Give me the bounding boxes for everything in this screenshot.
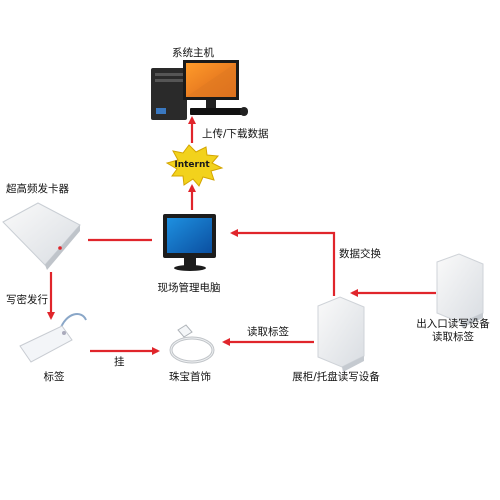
hang-label: 挂 xyxy=(114,356,125,368)
upload-download-label: 上传/下载数据 xyxy=(202,128,269,140)
card-issuer-icon xyxy=(2,202,81,270)
data-exchange-label: 数据交换 xyxy=(339,248,381,260)
read-tag-edge-label: 读取标签 xyxy=(247,326,289,338)
gate-reader-label-2: 读取标签 xyxy=(432,331,474,343)
gate-reader-icon xyxy=(436,253,484,328)
counter-reader-icon xyxy=(317,296,365,372)
ring-icon xyxy=(169,324,215,364)
connectors xyxy=(47,116,436,355)
internet-burst-icon xyxy=(165,144,224,187)
host-computer-icon xyxy=(151,60,248,120)
tag-label: 标签 xyxy=(43,371,65,383)
hang-tag-icon xyxy=(19,313,87,363)
site-pc-label: 现场管理电脑 xyxy=(157,282,221,294)
gate-reader-label-1: 出入口读写设备 xyxy=(416,318,490,330)
arrow-counter-to-monitor xyxy=(230,229,336,296)
counter-reader-label: 展柜/托盘读写设备 xyxy=(292,371,380,383)
host-label: 系统主机 xyxy=(172,47,214,59)
issuer-label: 超高频发卡器 xyxy=(6,183,69,195)
internet-label: Internt xyxy=(174,160,210,170)
site-monitor-icon xyxy=(163,214,216,271)
jewelry-label: 珠宝首饰 xyxy=(169,371,211,383)
write-issue-label: 写密发行 xyxy=(6,294,48,306)
